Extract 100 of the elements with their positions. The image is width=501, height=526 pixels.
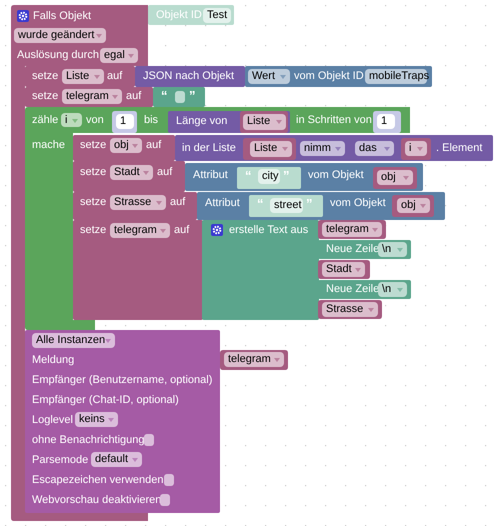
dropdown: telegram	[322, 222, 382, 237]
block-label: . Element	[436, 142, 482, 155]
block-label: Attribut	[205, 197, 240, 210]
statement-block	[73, 161, 185, 192]
dropdown: Liste	[62, 69, 104, 84]
text-field: city	[258, 169, 280, 184]
dropdown: obj	[110, 138, 142, 153]
dropdown: nimm	[300, 141, 345, 156]
block-label: Loglevel	[32, 414, 73, 427]
text-field: Test	[203, 8, 231, 23]
dropdown: Alle Instanzen	[32, 333, 115, 348]
value-block	[148, 5, 234, 25]
dropdown: Strasse	[322, 302, 378, 317]
variable-block	[373, 167, 417, 189]
message-block	[25, 330, 220, 513]
variable-block	[318, 300, 382, 319]
quote-mark: ”	[306, 197, 312, 210]
dropdown: Liste	[250, 141, 292, 157]
block-label: Empfänger (Chat-ID, optional)	[32, 394, 179, 407]
dropdown: wurde geändert	[14, 28, 106, 43]
block-label: setze	[80, 224, 106, 237]
value-block	[197, 192, 445, 220]
block-label: erstelle Text aus	[229, 224, 308, 237]
variable-block	[401, 138, 431, 160]
value-block	[245, 66, 432, 87]
block-label: vom Objekt	[308, 169, 364, 182]
dropdown: egal	[100, 48, 138, 63]
block-label: in der Liste	[182, 142, 236, 155]
variable-block	[318, 260, 370, 279]
variable-block	[392, 195, 434, 217]
quote-mark: “	[245, 169, 252, 182]
block-label: setze	[80, 196, 106, 209]
block-label: auf	[146, 139, 162, 152]
statement-block	[73, 192, 197, 220]
block-label: Neue Zeile	[326, 283, 380, 296]
value-block	[135, 66, 245, 87]
dropdown: obj	[397, 198, 430, 213]
number-block	[112, 111, 137, 133]
quote-mark: ”	[283, 169, 290, 182]
dropdown: Wert	[248, 69, 290, 84]
block-label: setze	[80, 139, 106, 152]
text-block	[153, 87, 205, 107]
block-label: auf	[107, 70, 122, 83]
block-label: Parsemode	[32, 454, 88, 467]
block-label: bis	[144, 114, 158, 127]
block-label: vom Objekt ID	[294, 70, 364, 83]
block-label: Neue Zeile	[326, 243, 380, 256]
dropdown: default	[91, 452, 142, 467]
text-field: mobileTraps	[365, 69, 427, 84]
dropdown: das	[355, 141, 394, 156]
block-label: ohne Benachrichtigung	[32, 434, 145, 447]
block-label: Meldung	[32, 354, 74, 367]
value-block	[168, 111, 290, 133]
text-field	[175, 91, 185, 103]
dropdown: Stadt	[110, 165, 153, 180]
dropdown: i	[405, 141, 427, 156]
dropdown: keins	[75, 412, 118, 427]
block-label: Attribut	[193, 169, 228, 182]
quote-mark: “	[257, 197, 264, 210]
block-label: Escapezeichen verwenden	[32, 474, 164, 487]
block-label: Empfänger (Benutzername, optional)	[32, 374, 212, 387]
block-label: auf	[157, 166, 172, 179]
variable-block	[220, 350, 288, 370]
statement-block	[73, 220, 203, 320]
text-block	[237, 167, 301, 189]
value-block	[185, 163, 423, 191]
block-label: JSON nach Objekt	[143, 70, 234, 83]
text-field: street	[270, 198, 303, 213]
statement-block	[25, 87, 153, 107]
block-label: zähle	[32, 114, 58, 127]
block-label: setze	[32, 90, 58, 103]
block-label: auf	[170, 196, 186, 209]
block-label: von	[86, 114, 104, 127]
dropdown: telegram	[224, 352, 284, 367]
checkbox	[144, 434, 154, 446]
variable-block	[243, 138, 296, 160]
dropdown: \n	[378, 282, 407, 297]
quote-mark: ”	[189, 89, 196, 102]
variable-block	[318, 220, 386, 239]
block-label: setze	[32, 70, 58, 83]
checkbox	[160, 494, 170, 506]
text-block	[249, 195, 323, 217]
block-label: auf	[174, 224, 190, 237]
dropdown: telegram	[62, 89, 122, 104]
dropdown: telegram	[110, 223, 170, 238]
block-label: Länge von	[176, 115, 228, 128]
block-label: auf	[126, 90, 142, 103]
text-join-block	[202, 220, 319, 320]
block-label: vom Objekt	[330, 197, 386, 210]
block-label: Falls Objekt	[33, 10, 92, 23]
number-block	[373, 111, 401, 133]
value-block	[318, 240, 411, 259]
dropdown: obj	[377, 170, 413, 185]
block-label: setze	[80, 166, 106, 179]
dropdown: Strasse	[110, 195, 166, 210]
value-block	[318, 280, 411, 299]
value-block	[175, 135, 493, 161]
block-label: Objekt ID	[156, 9, 202, 22]
statement-block	[25, 66, 135, 87]
block-label: Auslösung durch	[17, 49, 99, 62]
